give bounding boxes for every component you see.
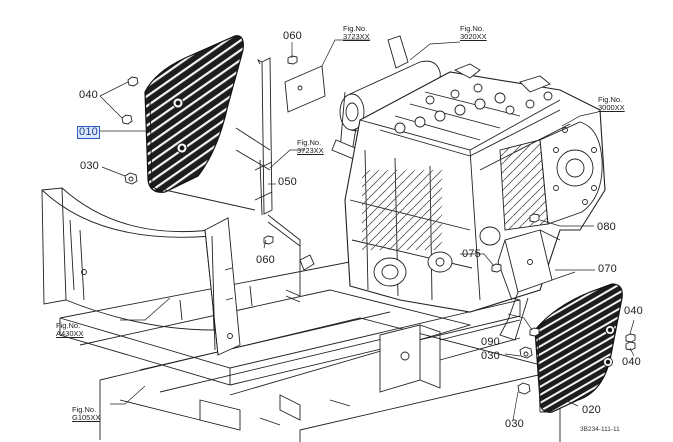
grille-right-part-020[interactable]: [534, 283, 623, 413]
callout-060-bottom[interactable]: 060: [256, 254, 275, 266]
drawing-code: 3B234-111-11: [580, 426, 620, 433]
callout-030-left[interactable]: 030: [80, 160, 99, 172]
callout-040-right-top[interactable]: 040: [624, 305, 643, 317]
callout-040-right-bottom[interactable]: 040: [622, 356, 641, 368]
callout-030-mid[interactable]: 030: [481, 350, 500, 362]
callout-080[interactable]: 080: [597, 221, 616, 233]
callout-040-top[interactable]: 040: [79, 89, 98, 101]
fig-ref-prefix: Fig.No.: [297, 138, 322, 147]
fig-ref-3000xx[interactable]: Fig.No. 3000XX: [598, 96, 625, 112]
fig-ref-a430xx[interactable]: Fig.No. A430XX: [56, 322, 84, 338]
muffler: [331, 35, 441, 161]
fig-ref-code[interactable]: G105XX: [72, 413, 101, 422]
callout-090[interactable]: 090: [481, 336, 500, 348]
fasteners: [121, 55, 636, 395]
fig-ref-code[interactable]: 3000XX: [598, 103, 625, 112]
callout-075[interactable]: 075: [462, 248, 481, 260]
fig-ref-code[interactable]: 3020XX: [460, 32, 487, 41]
fig-ref-3723xx-mid[interactable]: Fig.No. 3723XX: [297, 139, 324, 155]
fig-ref-3020xx[interactable]: Fig.No. 3020XX: [460, 25, 487, 41]
leader-lines: [98, 39, 635, 421]
callout-020[interactable]: 020: [582, 404, 601, 416]
fig-ref-prefix: Fig.No.: [72, 405, 97, 414]
fig-ref-g105xx[interactable]: Fig.No. G105XX: [72, 406, 100, 422]
fig-ref-code[interactable]: A430XX: [56, 329, 84, 338]
callout-060-top[interactable]: 060: [283, 30, 302, 42]
chassis-frame: [59, 259, 561, 442]
callout-030-bottom[interactable]: 030: [505, 418, 524, 430]
fig-ref-prefix: Fig.No.: [460, 24, 485, 33]
fig-ref-3723xx-top[interactable]: Fig.No. 3723XX: [343, 25, 370, 41]
fig-ref-code[interactable]: 3723XX: [343, 32, 370, 41]
fig-ref-code[interactable]: 3723XX: [297, 146, 324, 155]
callout-050[interactable]: 050: [278, 176, 297, 188]
bracket-part-070[interactable]: [497, 229, 576, 341]
fig-ref-prefix: Fig.No.: [343, 24, 368, 33]
grille-left-part-010[interactable]: [144, 35, 244, 193]
bracket-part-050[interactable]: [164, 57, 326, 303]
callout-070[interactable]: 070: [598, 263, 617, 275]
fig-ref-prefix: Fig.No.: [598, 95, 623, 104]
callout-010-selected[interactable]: 010: [77, 126, 100, 139]
radiator-shroud: [41, 187, 241, 356]
fig-ref-prefix: Fig.No.: [56, 321, 81, 330]
